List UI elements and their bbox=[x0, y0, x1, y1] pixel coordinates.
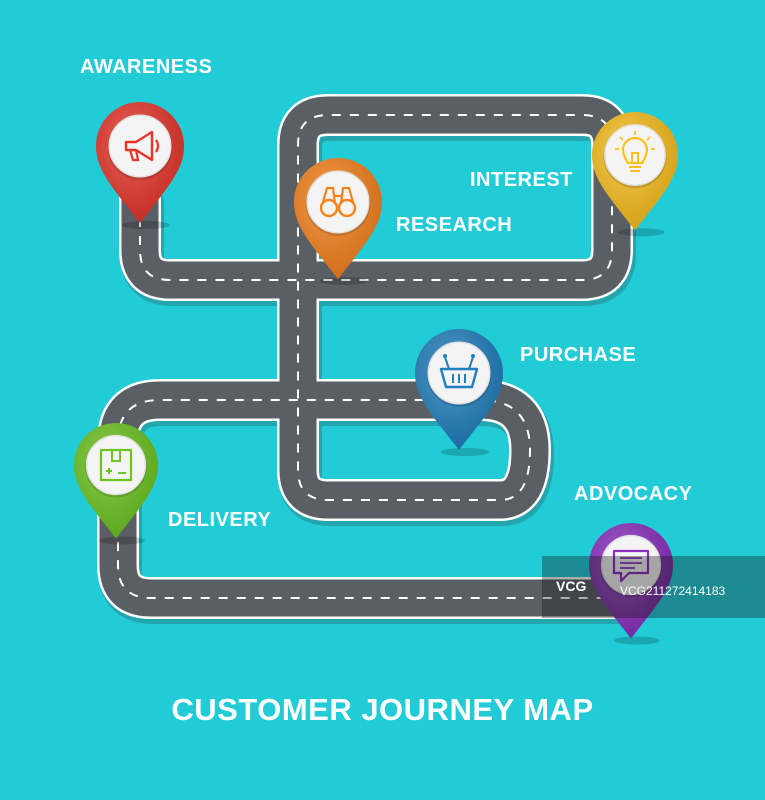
map-pin-awareness bbox=[96, 102, 184, 229]
stage-label-delivery: DELIVERY bbox=[168, 509, 272, 531]
watermark-text: VCG211272414183 bbox=[620, 584, 726, 598]
stage-label-research: RESEARCH bbox=[396, 214, 513, 236]
map-pin-purchase bbox=[415, 329, 503, 456]
page-title: CUSTOMER JOURNEY MAP bbox=[171, 692, 594, 727]
map-pin-advocacy bbox=[589, 523, 673, 645]
stage-label-purchase: PURCHASE bbox=[520, 344, 637, 366]
map-pins bbox=[74, 102, 678, 645]
road-path bbox=[97, 94, 649, 624]
map-pin-delivery bbox=[74, 422, 158, 545]
box-icon bbox=[99, 448, 133, 482]
stage-label-awareness: AWARENESS bbox=[80, 56, 213, 78]
map-pin-research bbox=[294, 157, 383, 285]
megaphone-icon bbox=[124, 130, 160, 162]
chat-bubble-icon bbox=[612, 549, 650, 583]
map-pin-interest bbox=[592, 112, 678, 237]
stage-label-advocacy: ADVOCACY bbox=[574, 483, 693, 505]
road-center-line bbox=[117, 114, 625, 599]
binoculars-icon bbox=[319, 186, 357, 218]
basket-icon bbox=[439, 354, 479, 389]
stage-label-interest: INTEREST bbox=[470, 169, 573, 191]
lightbulb-icon bbox=[615, 131, 655, 172]
watermark-logo: VCG bbox=[556, 578, 587, 594]
watermark-band bbox=[542, 556, 765, 618]
